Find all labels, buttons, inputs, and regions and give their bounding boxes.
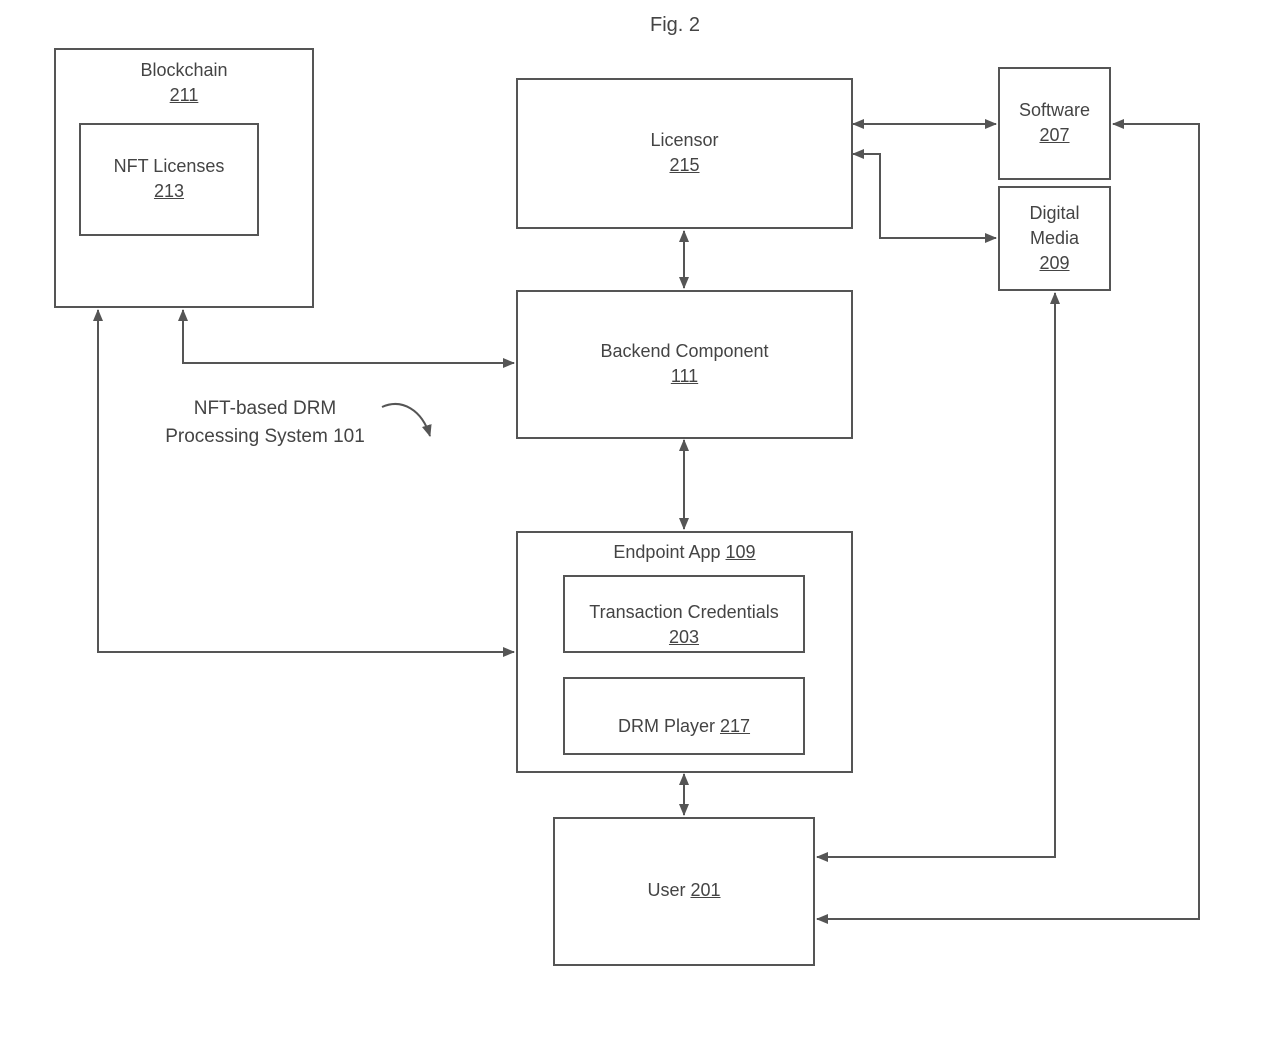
- nft-licenses-number: 213: [79, 179, 259, 204]
- licensor-label: Licensor 215: [516, 128, 853, 178]
- drm-player-title: DRM Player: [618, 716, 715, 736]
- blockchain-title: Blockchain: [54, 58, 314, 83]
- backend-component-title: Backend Component: [516, 339, 853, 364]
- drm-player-number: 217: [720, 716, 750, 736]
- drm-player-label: DRM Player 217: [563, 714, 805, 739]
- backend-component-number: 111: [516, 364, 853, 389]
- blockchain-backend-arrow: [183, 310, 514, 363]
- digital-media-title-line1: Digital: [998, 201, 1111, 226]
- transaction-credentials-title: Transaction Credentials: [563, 600, 805, 625]
- software-number: 207: [998, 123, 1111, 148]
- caption-line-2: Processing System 101: [130, 423, 400, 451]
- nft-licenses-title: NFT Licenses: [79, 154, 259, 179]
- blockchain-endpoint-arrow: [98, 310, 514, 652]
- nft-licenses-label: NFT Licenses 213: [79, 154, 259, 204]
- blockchain-label: Blockchain 211: [54, 58, 314, 108]
- software-label: Software 207: [998, 98, 1111, 148]
- digital-media-label: Digital Media 209: [998, 201, 1111, 276]
- digital-media-number: 209: [998, 251, 1111, 276]
- user-title: User: [647, 880, 685, 900]
- licensor-number: 215: [516, 153, 853, 178]
- caption-line-1: NFT-based DRM: [130, 395, 400, 423]
- licensor-title: Licensor: [516, 128, 853, 153]
- transaction-credentials-number: 203: [563, 625, 805, 650]
- endpoint-app-title: Endpoint App: [613, 542, 720, 562]
- blockchain-number: 211: [54, 83, 314, 108]
- software-title: Software: [998, 98, 1111, 123]
- transaction-credentials-label: Transaction Credentials 203: [563, 600, 805, 650]
- user-number: 201: [690, 880, 720, 900]
- endpoint-app-number: 109: [726, 542, 756, 562]
- endpoint-app-label: Endpoint App 109: [516, 540, 853, 565]
- licensor-digital-media-arrow: [853, 154, 996, 238]
- system-caption: NFT-based DRM Processing System 101: [130, 395, 400, 451]
- backend-component-label: Backend Component 111: [516, 339, 853, 389]
- user-label: User 201: [553, 878, 815, 903]
- digital-media-title-line2: Media: [998, 226, 1111, 251]
